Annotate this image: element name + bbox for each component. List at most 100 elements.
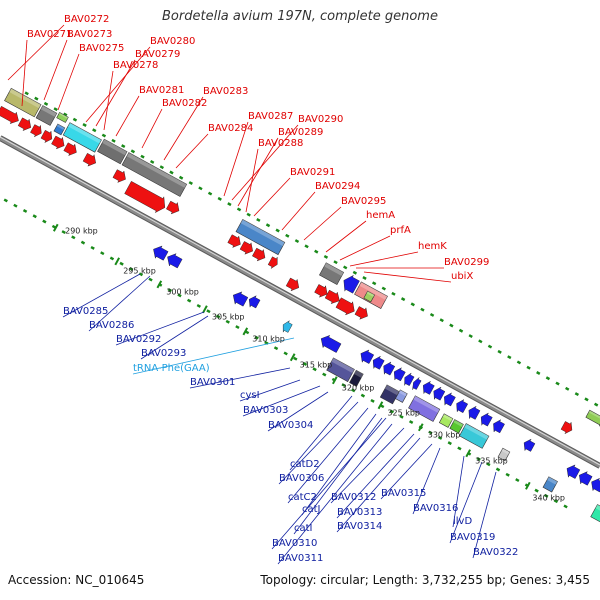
cds-arrow-shape <box>112 169 126 183</box>
gene-count: Genes: 3,455 <box>509 573 590 587</box>
cds-forward-arrow <box>40 129 53 144</box>
cds-arrow-shape <box>314 284 328 298</box>
tick-dot <box>389 409 395 414</box>
reverse-gene-label: catC2 <box>288 492 317 503</box>
forward-gene-label-leader <box>253 177 291 217</box>
tick-dot <box>273 346 279 351</box>
gene-block-shine <box>9 88 42 109</box>
forward-gene-label: BAV0279 <box>135 49 180 60</box>
tick-dot <box>196 303 201 308</box>
gene-block <box>395 389 408 403</box>
tick-dot <box>254 335 259 340</box>
gene-block-shine <box>501 448 510 455</box>
forward-gene-label-leader <box>163 96 204 161</box>
tick-dot <box>22 209 28 213</box>
gene-block <box>53 123 66 136</box>
features <box>0 87 600 537</box>
tick-dot <box>362 276 367 280</box>
tick-dot <box>129 267 134 271</box>
tick-dot <box>544 493 549 498</box>
tick-dot <box>246 212 251 217</box>
major-tick <box>377 401 384 410</box>
cds-arrow-shape <box>324 289 340 304</box>
tick-dot <box>215 314 221 319</box>
gene-block <box>56 112 69 123</box>
tick-dot <box>343 265 348 270</box>
reverse-gene-label: BAV0292 <box>116 334 161 345</box>
reverse-gene-label-leader <box>140 315 209 360</box>
cds-forward-arrow <box>124 181 166 214</box>
forward-gene-label-leader <box>245 148 259 213</box>
cds-arrow-shape <box>166 200 180 215</box>
reverse-gene-label-leader <box>301 413 377 516</box>
cds-arrow-shape <box>412 377 422 390</box>
tick-dot <box>437 435 443 440</box>
cds-arrow-shape <box>468 405 481 420</box>
tick-dot <box>351 388 356 393</box>
tick-dot <box>497 349 502 354</box>
tick-dot <box>486 462 491 467</box>
scale-tick-label: 295 kbp <box>123 266 156 275</box>
cds-reverse-arrow <box>493 419 505 434</box>
cds-arrow-shape <box>282 320 293 333</box>
forward-gene-label-leader <box>237 137 279 207</box>
tick-dot <box>293 356 298 361</box>
forward-gene-label: BAV0299 <box>444 257 489 268</box>
cds-arrow-shape <box>63 142 77 156</box>
reverse-gene-label-leader <box>449 461 483 544</box>
reverse-gene-label-leader <box>242 385 321 417</box>
gene-block-shape <box>542 476 558 493</box>
major-tick <box>289 353 296 362</box>
tick-dot <box>80 240 86 245</box>
cds-arrow-shape <box>40 129 53 144</box>
forward-gene-label: BAV0294 <box>315 181 360 192</box>
cds-arrow-shape <box>335 297 355 316</box>
cds-forward-arrow <box>354 306 368 320</box>
tick-dot <box>188 181 193 185</box>
major-tick <box>465 449 471 458</box>
tick-dot <box>428 430 433 435</box>
tick-dot <box>302 362 308 366</box>
cds-arrow-shape <box>480 412 493 427</box>
reverse-gene-label: catD2 <box>290 459 320 470</box>
scale-tick-label: 340 kbp <box>532 493 565 502</box>
gene-block-shine <box>366 291 375 298</box>
reverse-gene-label: catI <box>294 523 313 534</box>
tick-dot <box>149 159 155 164</box>
reverse-gene-label: BAV0312 <box>331 492 376 503</box>
forward-gene-label-leader <box>95 59 136 127</box>
gene-block-shape <box>349 369 364 387</box>
scale-tick-label: 335 kbp <box>475 456 508 465</box>
tick-dot <box>593 402 599 407</box>
accession: Accession: NC_010645 <box>8 573 145 587</box>
backbone <box>0 135 600 469</box>
tick-dot <box>72 117 78 122</box>
cds-arrow-shape <box>30 124 42 138</box>
tick-dot <box>159 165 165 170</box>
gene-block-shine <box>453 419 464 428</box>
tick-dot <box>207 191 213 196</box>
cds-arrow-shape <box>167 253 183 269</box>
cds-reverse-arrow <box>383 361 396 376</box>
reverse-gene-label-leader <box>287 407 369 504</box>
tick-dot <box>119 261 124 266</box>
reverse-gene-label: BAV0301 <box>190 377 235 388</box>
tick-dot <box>457 446 462 451</box>
forward-gene-label: BAV0290 <box>298 114 343 125</box>
gene-block-shine <box>67 122 102 144</box>
tick-dot <box>304 244 309 249</box>
tick-dot <box>322 372 327 377</box>
gene-block-shape <box>590 504 600 537</box>
cds-arrow-shape <box>566 464 581 479</box>
cds-reverse-arrow <box>468 405 481 420</box>
cds-arrow-shape <box>493 419 505 434</box>
tick-dot <box>285 233 290 238</box>
cds-forward-arrow <box>17 117 32 131</box>
cds-reverse-arrow <box>423 380 435 395</box>
tick-dot <box>32 214 37 219</box>
reverse-gene-label: BAV0315 <box>381 488 426 499</box>
tick-dot <box>186 298 192 303</box>
scale-tick-label: 300 kbp <box>166 288 199 297</box>
tick-dot <box>82 123 87 127</box>
